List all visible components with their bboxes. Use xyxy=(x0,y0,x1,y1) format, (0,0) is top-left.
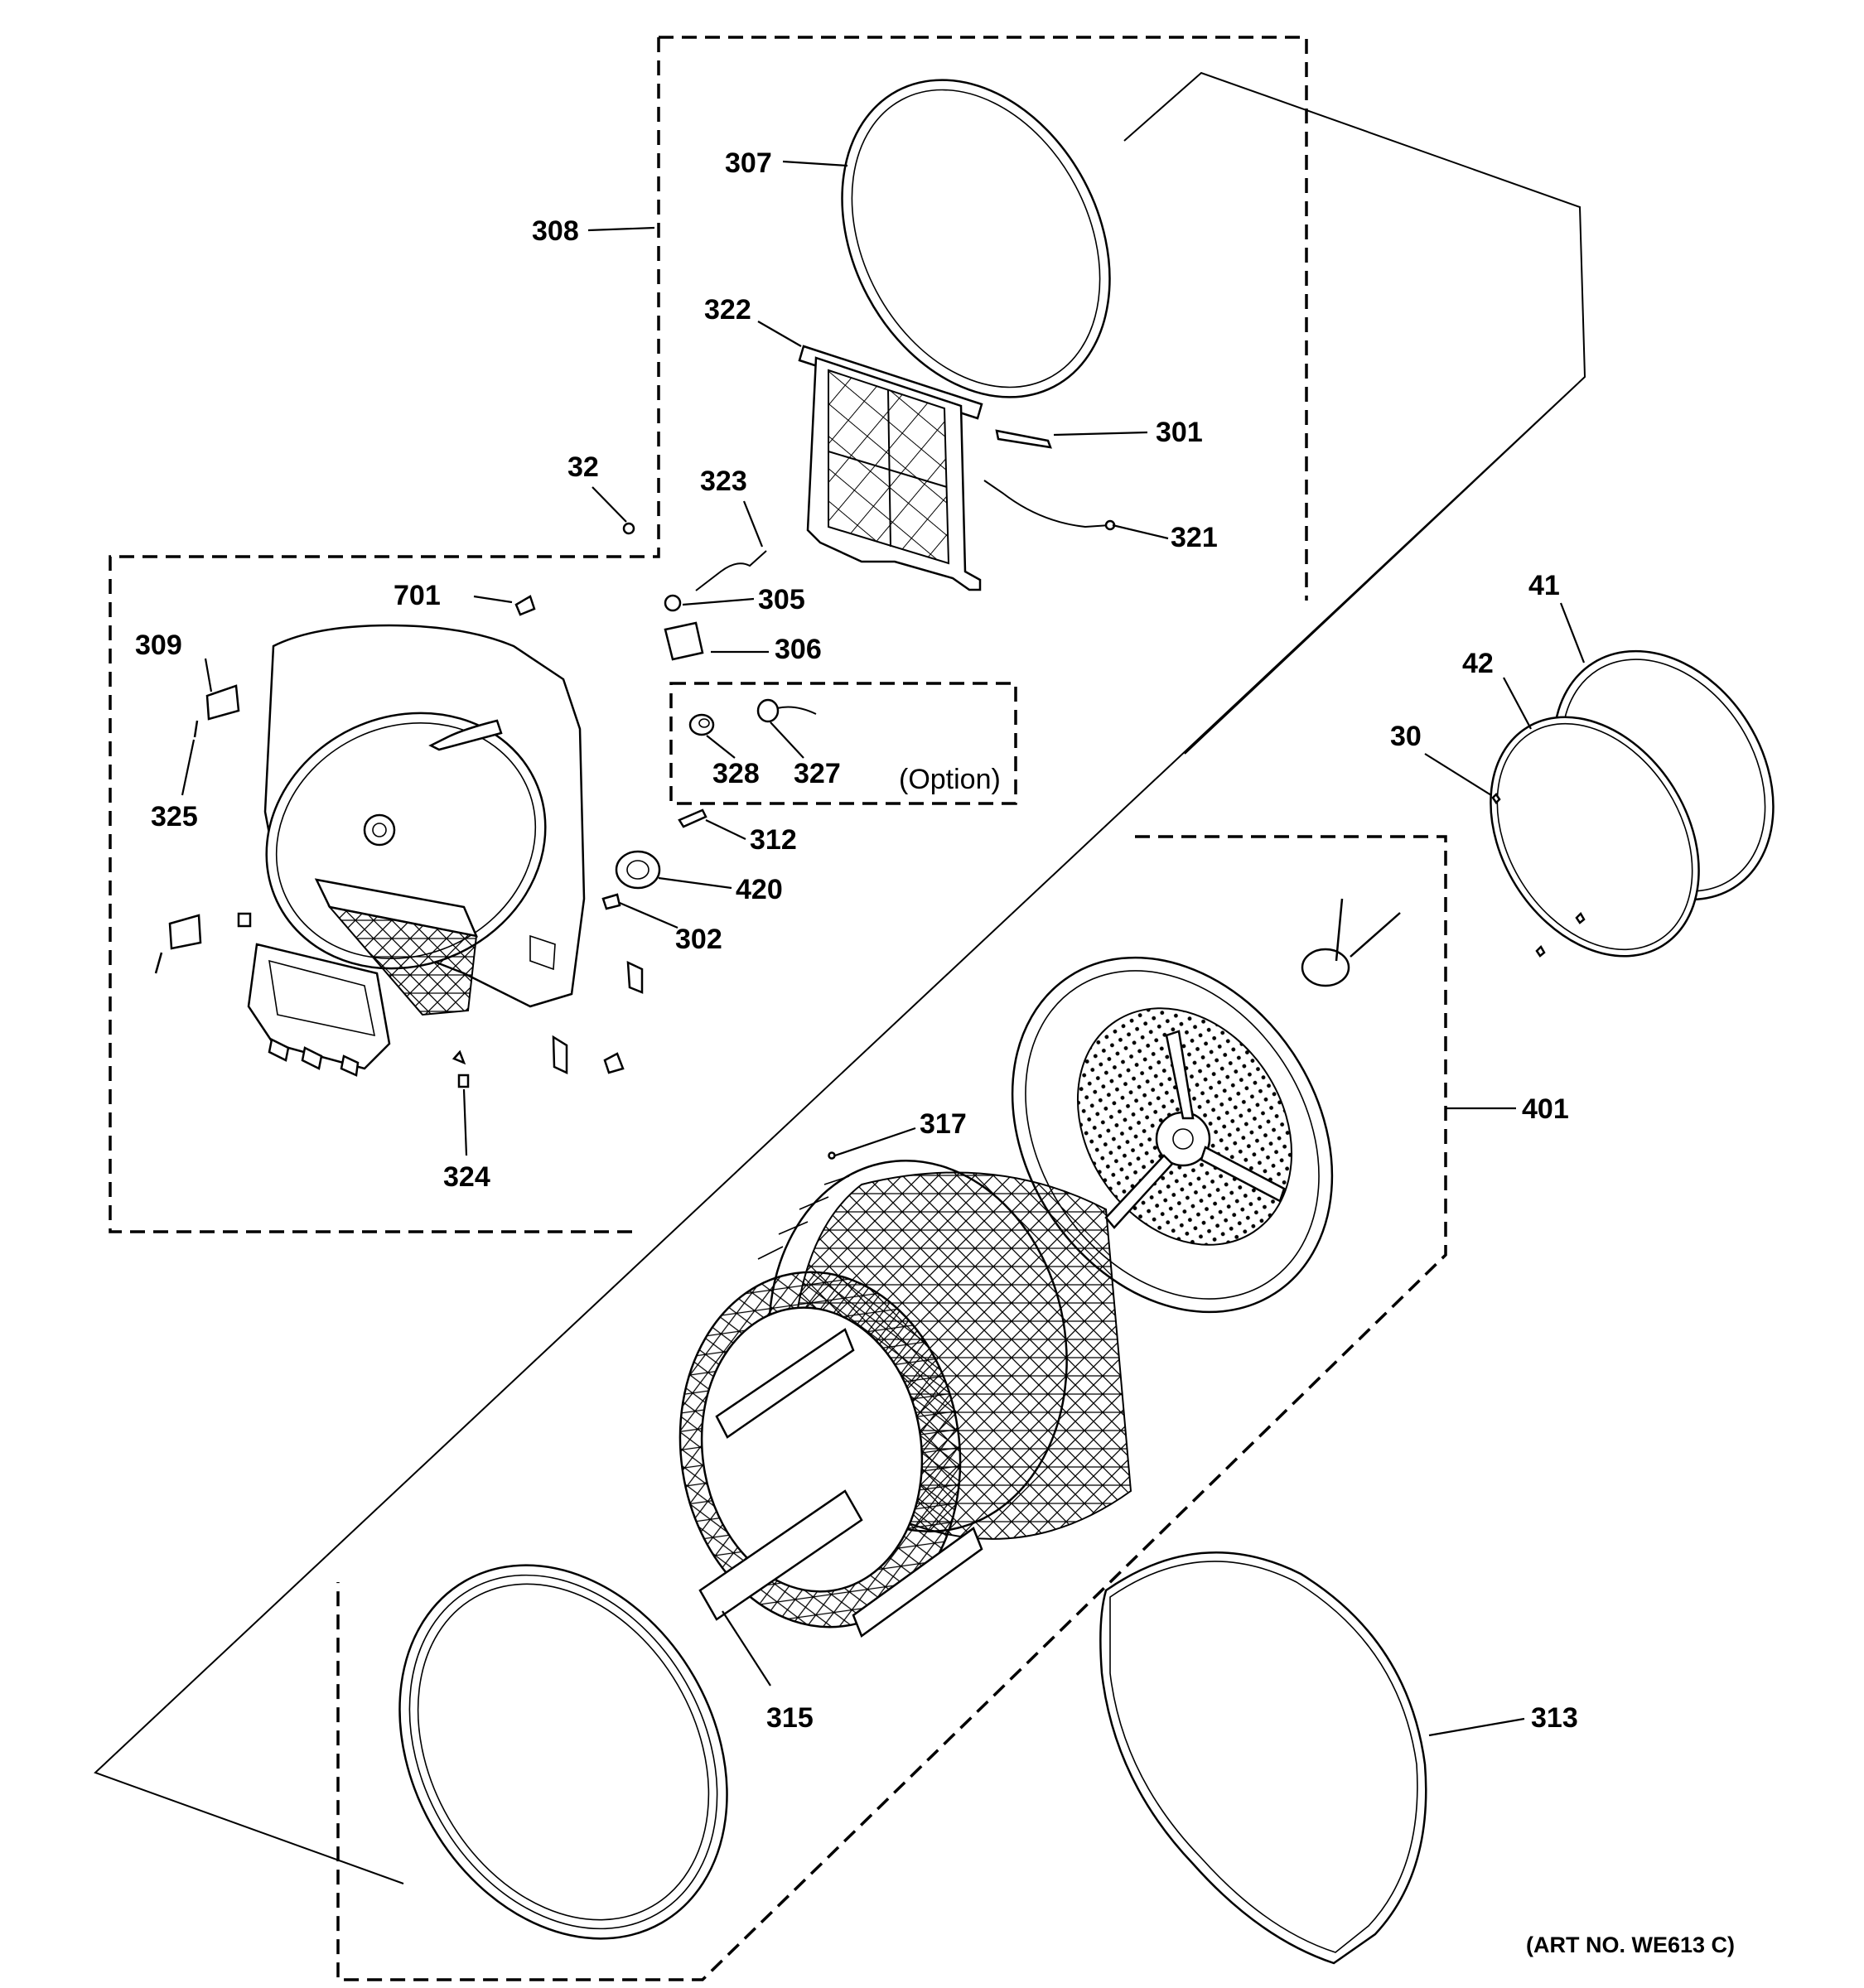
harness-301 xyxy=(995,429,1052,449)
callout-327: 327 xyxy=(794,758,841,789)
bracket-bottom xyxy=(552,1035,568,1074)
small-block-left xyxy=(237,912,252,928)
screw-325 xyxy=(193,720,199,738)
group-401-boundary xyxy=(336,835,1447,1981)
callout-41: 41 xyxy=(1528,570,1560,601)
clip-1 xyxy=(452,1049,466,1065)
clamp-701 xyxy=(514,595,536,616)
optional-part-327 xyxy=(756,698,817,723)
callout-317: 317 xyxy=(920,1108,967,1140)
drum-ribs-317 xyxy=(757,1151,850,1260)
screw-lower-left xyxy=(154,952,163,974)
bearing-420 xyxy=(615,850,661,890)
callout-324: 324 xyxy=(443,1161,490,1193)
callout-312: 312 xyxy=(750,824,797,856)
callout-401: 401 xyxy=(1522,1093,1569,1125)
assembly-outline-lines xyxy=(94,71,1586,1884)
front-gasket-ring xyxy=(398,1564,728,1940)
callout-323: 323 xyxy=(700,466,747,497)
part-32 xyxy=(622,522,635,535)
callout-308: 308 xyxy=(532,215,579,247)
shaft-312 xyxy=(678,808,707,828)
part-305 xyxy=(664,594,682,612)
felt-seal-307 xyxy=(841,79,1111,398)
part-302 xyxy=(601,893,621,910)
callout-322: 322 xyxy=(704,294,751,326)
callout-306: 306 xyxy=(775,634,822,665)
baffle-315 xyxy=(698,1328,983,1638)
callout-42: 42 xyxy=(1462,648,1494,679)
callout-301: 301 xyxy=(1156,417,1203,448)
callout-32: 32 xyxy=(567,451,599,483)
callout-302: 302 xyxy=(675,924,722,955)
screw-ring xyxy=(1535,911,1586,958)
wire-323 xyxy=(695,550,767,591)
shaft-flange xyxy=(1301,898,1401,987)
callout-30: 30 xyxy=(1390,721,1422,752)
optional-part-328 xyxy=(688,713,715,736)
belt-313-inner xyxy=(1109,1561,1418,1953)
leader-lines xyxy=(181,160,1586,1737)
part-306 xyxy=(664,621,704,661)
callout-321: 321 xyxy=(1171,522,1218,553)
belt-313 xyxy=(1099,1551,1427,1965)
option-label: (Option) xyxy=(899,764,1001,795)
callout-labels: 307 308 322 301 321 32 323 701 305 309 3… xyxy=(135,147,1735,1957)
lint-filter-322 xyxy=(798,345,983,591)
hinge-lower xyxy=(168,914,202,950)
part-324 xyxy=(457,1074,470,1088)
sensor-wire-321 xyxy=(983,480,1111,528)
rear-bulkhead-assembly xyxy=(247,624,586,1077)
callout-307: 307 xyxy=(725,147,772,179)
clip-2 xyxy=(603,1052,625,1074)
drum-cylinder xyxy=(678,1160,1132,1629)
callout-315: 315 xyxy=(766,1702,814,1734)
callout-325: 325 xyxy=(151,801,198,832)
bracket-right xyxy=(626,960,644,994)
group-308-boundary xyxy=(109,36,1308,1233)
callout-328: 328 xyxy=(712,758,760,789)
callout-309: 309 xyxy=(135,630,182,661)
screw-30 xyxy=(1491,793,1501,804)
callout-701: 701 xyxy=(394,580,441,611)
option-boundary xyxy=(669,682,1017,805)
callout-420: 420 xyxy=(736,874,783,905)
callout-305: 305 xyxy=(758,584,805,615)
ring-42 xyxy=(1490,716,1700,958)
callout-313: 313 xyxy=(1531,1702,1578,1734)
art-number: (ART NO. WE613 C) xyxy=(1526,1933,1735,1957)
hinge-309 xyxy=(205,684,240,721)
